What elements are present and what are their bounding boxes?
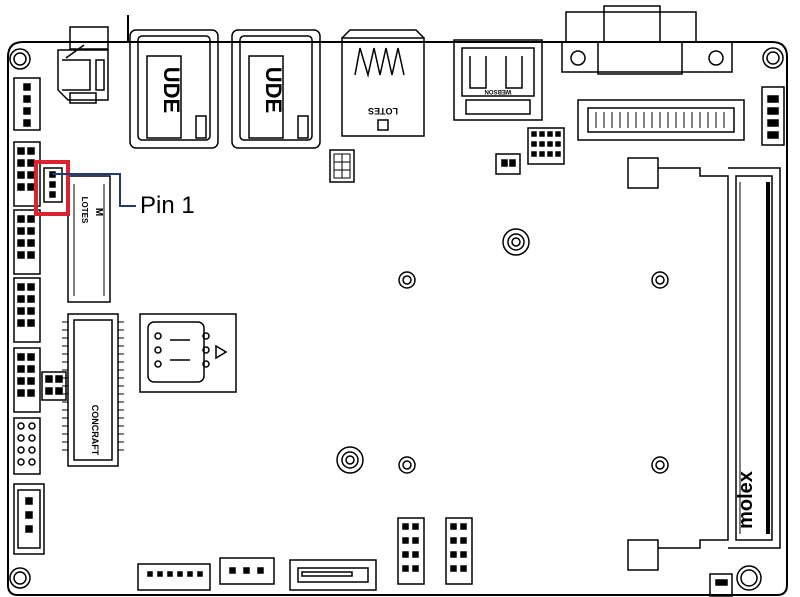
usb-right-brand: UDE [261, 67, 286, 113]
standoff-6 [651, 456, 669, 474]
dc-power-jack [57, 26, 109, 104]
usb-port-right [231, 29, 321, 149]
header-left-2 [13, 209, 41, 275]
usb3-port [341, 29, 425, 137]
usb-left-brand: UDE [159, 67, 184, 113]
mounting-hole-bottom-left [9, 567, 31, 589]
header-left-6 [13, 483, 45, 555]
pin1-label: Pin 1 [140, 192, 195, 219]
header-bottom-2 [219, 557, 275, 585]
header-left-4 [13, 347, 41, 413]
sodimm-brand: molex [735, 471, 757, 529]
standoff-5 [398, 456, 416, 474]
header-bottom-4 [445, 517, 473, 585]
header-left-1 [13, 141, 41, 207]
standoff-4 [336, 446, 364, 474]
lvds-connector [577, 99, 745, 141]
header-bottom-right [709, 573, 733, 597]
displayport-connector [453, 39, 543, 121]
mounting-hole-bottom-right [736, 565, 762, 591]
usb-port-left [129, 29, 219, 149]
displayport-brand: WEBSON [485, 88, 512, 94]
mounting-hole-top-left [9, 48, 31, 70]
m2-key-label: M [93, 208, 104, 216]
m2-slot [67, 175, 111, 303]
jumper-block [527, 127, 565, 165]
pin1-highlight-box [34, 160, 70, 216]
m2-brand: LOTES [80, 197, 89, 224]
header-bottom-3 [397, 517, 425, 585]
header-top-left [13, 77, 41, 131]
pin1-leader-line [52, 173, 136, 207]
minipcie-brand: CONCRAFT [90, 405, 100, 456]
standoff-2 [398, 271, 416, 289]
usb3-brand: LOTES [368, 106, 398, 116]
mounting-hole-top-right [762, 47, 784, 69]
small-chip [329, 149, 355, 183]
sim-card-slot [139, 313, 237, 393]
header-top-right [761, 86, 785, 146]
standoff-1 [502, 228, 530, 256]
board-outline [7, 15, 788, 596]
sodimm-slot [627, 157, 781, 571]
header-bottom-1 [137, 563, 211, 591]
dsub-connector [561, 5, 733, 75]
standoff-3 [651, 271, 669, 289]
fan-header-small [495, 153, 521, 175]
header-left-5 [13, 417, 41, 475]
minipcie-slot [62, 313, 124, 467]
sata-connector [289, 559, 377, 591]
header-left-3 [13, 277, 41, 343]
